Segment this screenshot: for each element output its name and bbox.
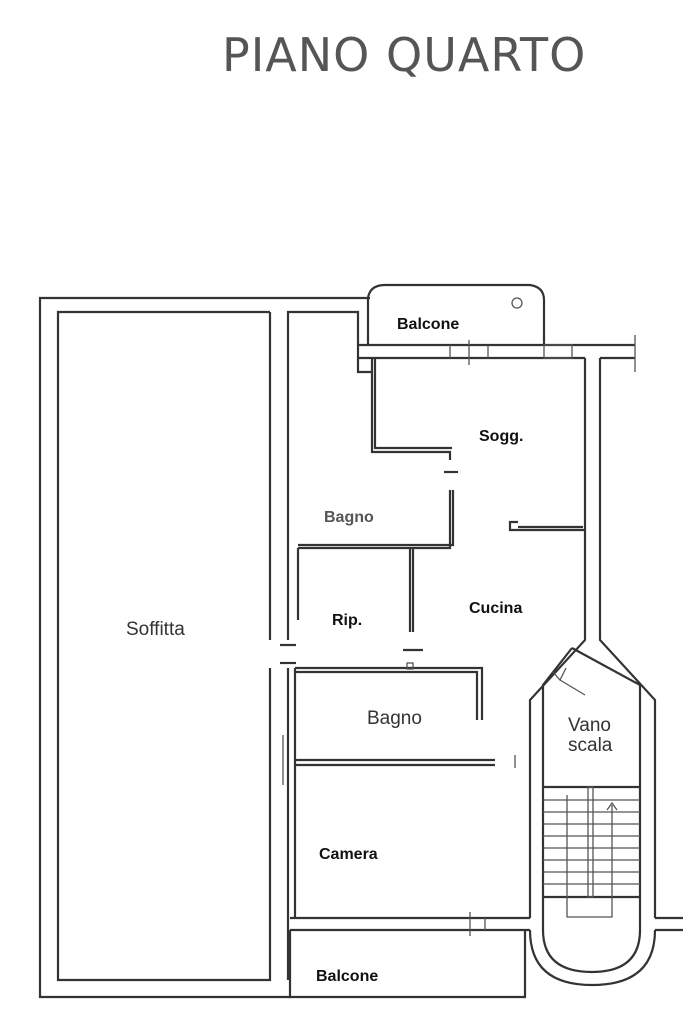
room-label-bagno-bottom: Bagno <box>367 708 422 729</box>
room-label-bagno-top: Bagno <box>324 509 374 526</box>
floor-title: PIANO QUARTO <box>222 28 587 82</box>
room-label-soffitta: Soffitta <box>126 619 185 640</box>
room-label-cucina: Cucina <box>469 600 523 617</box>
stairwell <box>528 358 683 987</box>
room-label-balcone-top: Balcone <box>397 316 460 333</box>
room-label-soggiorno: Sogg. <box>479 428 524 445</box>
room-label-vano-scala-1: Vano <box>568 715 611 736</box>
stair-steps <box>543 799 640 899</box>
room-label-vano-scala-2: scala <box>568 735 613 756</box>
interior-walls <box>282 358 587 936</box>
outer-walls <box>38 296 372 999</box>
room-label-balcone-bottom: Balcone <box>316 968 379 985</box>
balcone-bottom-outline <box>288 930 527 999</box>
room-label-ripostiglio: Rip. <box>332 612 363 629</box>
balcone-top-outline <box>358 283 636 372</box>
room-label-camera: Camera <box>319 846 378 863</box>
